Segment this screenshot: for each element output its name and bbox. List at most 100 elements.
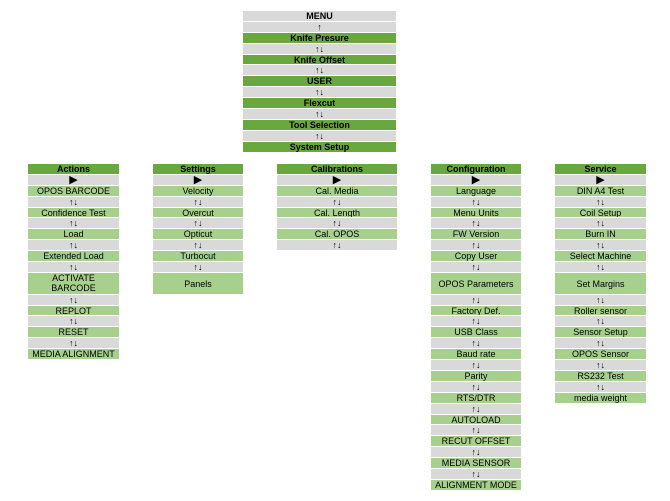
configuration-item-opos-parameters[interactable]: OPOS Parameters [431,272,521,295]
updown-separator: ↑↓ [28,338,119,350]
configuration-item-usb-class[interactable]: USB Class [431,327,521,339]
configuration-item-baud-rate[interactable]: Baud rate [431,349,521,361]
updown-separator: ↑↓ [243,109,396,120]
updown-separator: ↑↓ [555,240,646,252]
settings-item-panels[interactable]: Panels [153,272,243,295]
service-item-din-a4-test[interactable]: DIN A4 Test [555,185,646,197]
menu-item-system-setup[interactable]: System Setup [243,141,396,153]
actions-item-opos-barcode[interactable]: OPOS BARCODE [28,185,119,197]
play-icon: ▶ [28,174,119,186]
updown-separator: ↑↓ [555,381,646,393]
menu-item-knife-offset[interactable]: Knife Offset [243,54,396,66]
updown-separator: ↑↓ [555,196,646,208]
calibrations-item-cal-opos[interactable]: Cal. OPOS [277,229,397,241]
actions-column: Actions ▶ OPOS BARCODE ↑↓ Confidence Tes… [28,164,119,361]
service-column: Service ▶ DIN A4 Test ↑↓ Coil Setup ↑↓ B… [555,164,646,404]
menu-title: MENU [243,11,396,22]
updown-separator: ↑↓ [431,360,521,371]
play-icon: ▶ [555,174,646,186]
actions-item-media-alignment[interactable]: MEDIA ALIGNMENT [28,349,119,361]
updown-separator: ↑↓ [28,262,119,273]
actions-item-replot[interactable]: REPLOT [28,305,119,317]
play-icon: ▶ [153,174,243,186]
settings-header: Settings [153,164,243,175]
configuration-item-media-sensor[interactable]: MEDIA SENSOR [431,458,521,469]
updown-separator: ↑↓ [28,218,119,230]
service-item-sensor-setup[interactable]: Sensor Setup [555,327,646,339]
updown-separator: ↑↓ [243,87,396,99]
updown-separator: ↑↓ [28,316,119,328]
configuration-item-alignment-mode[interactable]: ALIGNMENT MODE [431,479,521,491]
menu-arrow: ↑ [243,21,396,33]
menu-item-tool-selection[interactable]: Tool Selection [243,119,396,131]
menu-item-user[interactable]: USER [243,76,396,88]
updown-separator: ↑↓ [555,262,646,273]
updown-separator: ↑↓ [153,218,243,230]
configuration-item-copy-user[interactable]: Copy User [431,251,521,263]
menu-item-flexcut[interactable]: Flexcut [243,98,396,110]
updown-separator: ↑↓ [431,381,521,393]
calibrations-header: Calibrations [277,164,397,175]
settings-item-opticut[interactable]: Opticut [153,229,243,241]
service-item-roller-sensor[interactable]: Roller sensor [555,305,646,317]
updown-separator: ↑↓ [28,294,119,306]
updown-separator: ↑↓ [431,468,521,480]
service-item-burn-in[interactable]: Burn IN [555,229,646,241]
settings-item-turbocut[interactable]: Turbocut [153,251,243,263]
configuration-column: Configuration ▶ Language ↑↓ Menu Units ↑… [431,164,521,491]
updown-separator: ↑↓ [555,360,646,371]
updown-separator: ↑↓ [431,294,521,306]
configuration-item-rts-dtr[interactable]: RTS/DTR [431,392,521,404]
play-icon: ▶ [431,174,521,186]
calibrations-item-cal-length[interactable]: Cal. Length [277,207,397,219]
updown-separator: ↑↓ [431,425,521,437]
service-item-set-margins[interactable]: Set Margins [555,272,646,295]
service-item-rs232-test[interactable]: RS232 Test [555,370,646,382]
updown-separator: ↑↓ [28,240,119,252]
updown-separator: ↑↓ [431,196,521,208]
settings-item-overcut[interactable]: Overcut [153,207,243,219]
updown-separator: ↑↓ [431,218,521,230]
updown-separator: ↑↓ [431,240,521,252]
configuration-item-recut-offset[interactable]: RECUT OFFSET [431,436,521,448]
updown-separator: ↑↓ [431,447,521,459]
updown-separator: ↑↓ [243,43,396,55]
updown-separator: ↑↓ [153,240,243,252]
settings-column: Settings ▶ Velocity ↑↓ Overcut ↑↓ Opticu… [153,164,243,295]
actions-item-extended-load[interactable]: Extended Load [28,251,119,263]
actions-header: Actions [28,164,119,175]
updown-separator: ↑↓ [431,338,521,350]
service-item-select-machine[interactable]: Select Machine [555,251,646,263]
actions-item-reset[interactable]: RESET [28,327,119,339]
updown-separator: ↑↓ [153,196,243,208]
updown-separator: ↑↓ [243,130,396,142]
updown-separator: ↑↓ [555,338,646,350]
service-item-media-weight[interactable]: media weight [555,392,646,404]
updown-separator: ↑↓ [555,218,646,230]
service-item-opos-sensor[interactable]: OPOS Sensor [555,349,646,361]
configuration-item-factory-def[interactable]: Factory Def. [431,305,521,317]
service-item-coil-setup[interactable]: Coil Setup [555,207,646,219]
configuration-item-fw-version[interactable]: FW Version [431,229,521,241]
updown-separator: ↑↓ [431,403,521,415]
updown-separator: ↑↓ [277,240,397,252]
play-icon: ▶ [277,174,397,186]
configuration-item-language[interactable]: Language [431,185,521,197]
configuration-header: Configuration [431,164,521,175]
updown-separator: ↑↓ [153,262,243,273]
updown-separator: ↑↓ [28,196,119,208]
actions-item-load[interactable]: Load [28,229,119,241]
menu-column: MENU ↑ Knife Presure ↑↓ Knife Offset ↑↓ … [243,11,396,153]
actions-item-confidence-test[interactable]: Confidence Test [28,207,119,219]
menu-item-knife-presure[interactable]: Knife Presure [243,32,396,44]
configuration-item-menu-units[interactable]: Menu Units [431,207,521,219]
actions-item-activate-barcode[interactable]: ACTIVATE BARCODE [28,272,119,295]
configuration-item-autoload[interactable]: AUTOLOAD [431,414,521,426]
updown-separator: ↑↓ [555,316,646,328]
updown-separator: ↑↓ [277,196,397,208]
calibrations-column: Calibrations ▶ Cal. Media ↑↓ Cal. Length… [277,164,397,252]
updown-separator: ↑↓ [277,218,397,230]
configuration-item-parity[interactable]: Parity [431,370,521,382]
calibrations-item-cal-media[interactable]: Cal. Media [277,185,397,197]
settings-item-velocity[interactable]: Velocity [153,185,243,197]
